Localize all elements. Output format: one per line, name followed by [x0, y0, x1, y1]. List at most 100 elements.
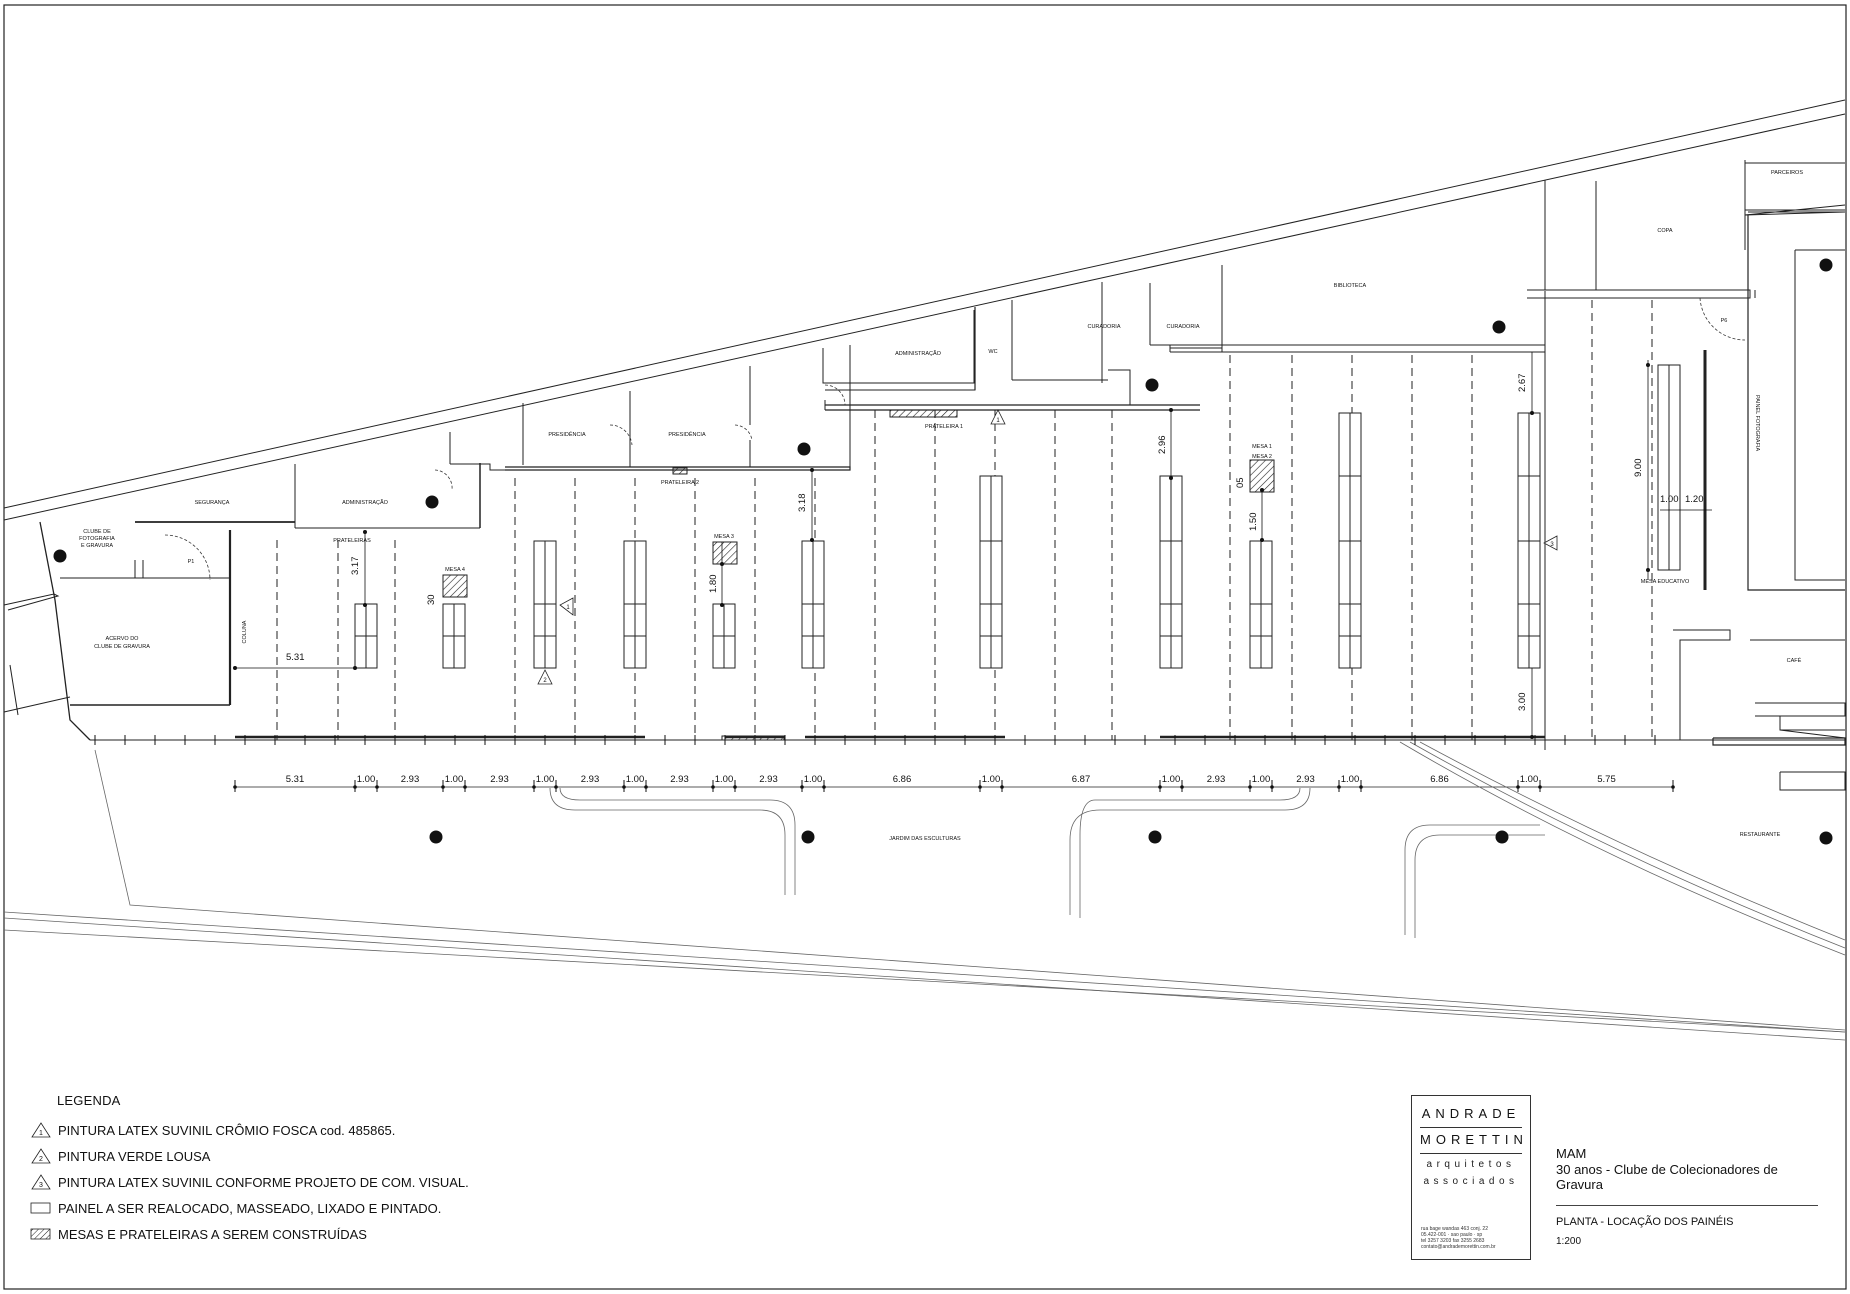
bottom-dim-1: 1.00	[357, 774, 376, 785]
mesa-4	[442, 574, 468, 598]
dim-1-80: 1.80	[708, 575, 719, 594]
dim-9-00: 9.00	[1633, 459, 1644, 478]
svg-text:3: 3	[39, 1182, 43, 1189]
triangle-2-icon: 2	[30, 1148, 52, 1164]
dim-dot	[1169, 476, 1173, 480]
column	[425, 495, 439, 509]
dim-dot	[1530, 411, 1534, 415]
dim-2-96: 2.96	[1157, 436, 1168, 455]
room-curadoria-2: CURADORIA	[1166, 324, 1199, 330]
legend-item-5: MESAS E PRATELEIRAS A SEREM CONSTRUÍDAS	[30, 1221, 650, 1247]
dim-dot	[1260, 538, 1264, 542]
dim-dot	[720, 603, 724, 607]
dim-dot	[810, 538, 814, 542]
bottom-dim-13: 1.00	[982, 774, 1001, 785]
marker-2	[537, 669, 553, 685]
bottom-dim-2: 2.93	[401, 774, 420, 785]
label-painel-fotografia: PAINEL FOTOGRAFIA	[1754, 395, 1760, 451]
column	[1492, 320, 1506, 334]
legend: LEGENDA 1 PINTURA LATEX SUVINIL CRÔMIO F…	[30, 1093, 650, 1247]
legend-item-2: 2 PINTURA VERDE LOUSA	[30, 1143, 650, 1169]
room-wc: WC	[988, 349, 997, 355]
dim-dot	[810, 468, 814, 472]
dim-1-20-side: 1.20	[1685, 494, 1704, 505]
dim-dot	[363, 603, 367, 607]
column	[797, 442, 811, 456]
dim-dot	[1646, 363, 1650, 367]
marker-num-1b: 1	[566, 605, 570, 611]
dim-dot	[1158, 785, 1162, 789]
dim-dot	[711, 785, 715, 789]
room-clube-foto-l2: FOTOGRAFIA	[79, 536, 115, 542]
marker-1-shelf	[990, 409, 1006, 425]
dim-dot	[233, 785, 237, 789]
column	[53, 549, 67, 563]
room-labels: PARCEIROS COPA BIBLIOTECA CURADORIA CURA…	[79, 170, 1803, 842]
dimension-dots	[233, 363, 1675, 789]
dim-dot	[441, 785, 445, 789]
column	[1148, 830, 1162, 844]
label-coluna: COLUNA	[242, 620, 248, 643]
dim-dot	[353, 785, 357, 789]
triangle-3-icon: 3	[30, 1174, 52, 1190]
hatch-rect-icon	[30, 1226, 52, 1242]
dim-dot	[1646, 568, 1650, 572]
firm-address: rua bage wandas 463 conj. 22 05.422-001 …	[1421, 1226, 1526, 1250]
bottom-dim-10: 2.93	[759, 774, 778, 785]
drawing-title: PLANTA - LOCAÇÃO DOS PAINÉIS	[1556, 1216, 1734, 1228]
dim-dot	[1516, 785, 1520, 789]
dim-1-00-side: 1.00	[1660, 494, 1679, 505]
finish-markers	[537, 409, 1558, 685]
label-mesa-2: MESA 2	[1252, 454, 1272, 460]
legend-item-3-text: PINTURA LATEX SUVINIL CONFORME PROJETO D…	[58, 1174, 469, 1190]
bottom-dim-16: 2.93	[1207, 774, 1226, 785]
dim-dot	[1359, 785, 1363, 789]
dim-dot	[1337, 785, 1341, 789]
column	[429, 830, 443, 844]
room-restaurante: RESTAURANTE	[1740, 832, 1781, 838]
dim-dot	[554, 785, 558, 789]
panels	[354, 364, 1681, 669]
dim-dot	[622, 785, 626, 789]
dim-2-67: 2.67	[1517, 374, 1528, 393]
dim-dot	[1270, 785, 1274, 789]
address-line-3: tel 3257 3203 fax 3255 2683	[1421, 1238, 1485, 1244]
dim-dot	[1671, 785, 1675, 789]
shelf-bottom	[721, 735, 785, 741]
marker-num-1: 1	[996, 418, 1000, 424]
dim-dot	[1530, 735, 1534, 739]
label-mesa-1: MESA 1	[1252, 444, 1272, 450]
svg-text:1: 1	[39, 1130, 43, 1137]
bottom-dim-18: 2.93	[1296, 774, 1315, 785]
legend-item-5-text: MESAS E PRATELEIRAS A SEREM CONSTRUÍDAS	[58, 1226, 367, 1242]
mesa-3	[712, 541, 738, 565]
dim-dot	[822, 785, 826, 789]
dim-1-50: 1.50	[1248, 513, 1259, 532]
shelf-1	[889, 409, 958, 418]
dashed-alignment-lines	[276, 300, 1653, 740]
column	[801, 830, 815, 844]
project-subtitle: 30 anos - Clube de Colecionadores de Gra…	[1556, 1162, 1778, 1192]
room-clube-foto-l3: E GRAVURA	[81, 543, 113, 549]
dim-3-17: 3.17	[350, 557, 361, 576]
column	[1819, 258, 1833, 272]
room-acervo-l1: ACERVO DO	[106, 636, 140, 642]
garden-paths	[3, 741, 1846, 1041]
dim-dot	[1000, 785, 1004, 789]
room-presidencia-2: PRESIDÊNCIA	[668, 430, 706, 438]
label-prateleiras: PRATELEIRAS	[333, 538, 371, 544]
structural-columns	[53, 258, 1833, 845]
legend-item-1-text: PINTURA LATEX SUVINIL CRÔMIO FOSCA cod. …	[58, 1122, 396, 1138]
door-swings	[164, 297, 1746, 581]
legend-item-4: PAINEL A SER REALOCADO, MASSEADO, LIXADO…	[30, 1195, 650, 1221]
address-line-1: rua bage wandas 463 conj. 22	[1421, 1226, 1488, 1232]
bottom-dim-4: 2.93	[490, 774, 509, 785]
marker-1-panel	[559, 597, 574, 616]
tables-shelves	[442, 409, 1275, 741]
drawing-scale: 1:200	[1556, 1236, 1582, 1247]
column	[1145, 378, 1159, 392]
room-partitions	[294, 160, 1845, 528]
bottom-dim-0: 5.31	[286, 774, 305, 785]
column	[1819, 831, 1833, 845]
dim-dot	[363, 530, 367, 534]
